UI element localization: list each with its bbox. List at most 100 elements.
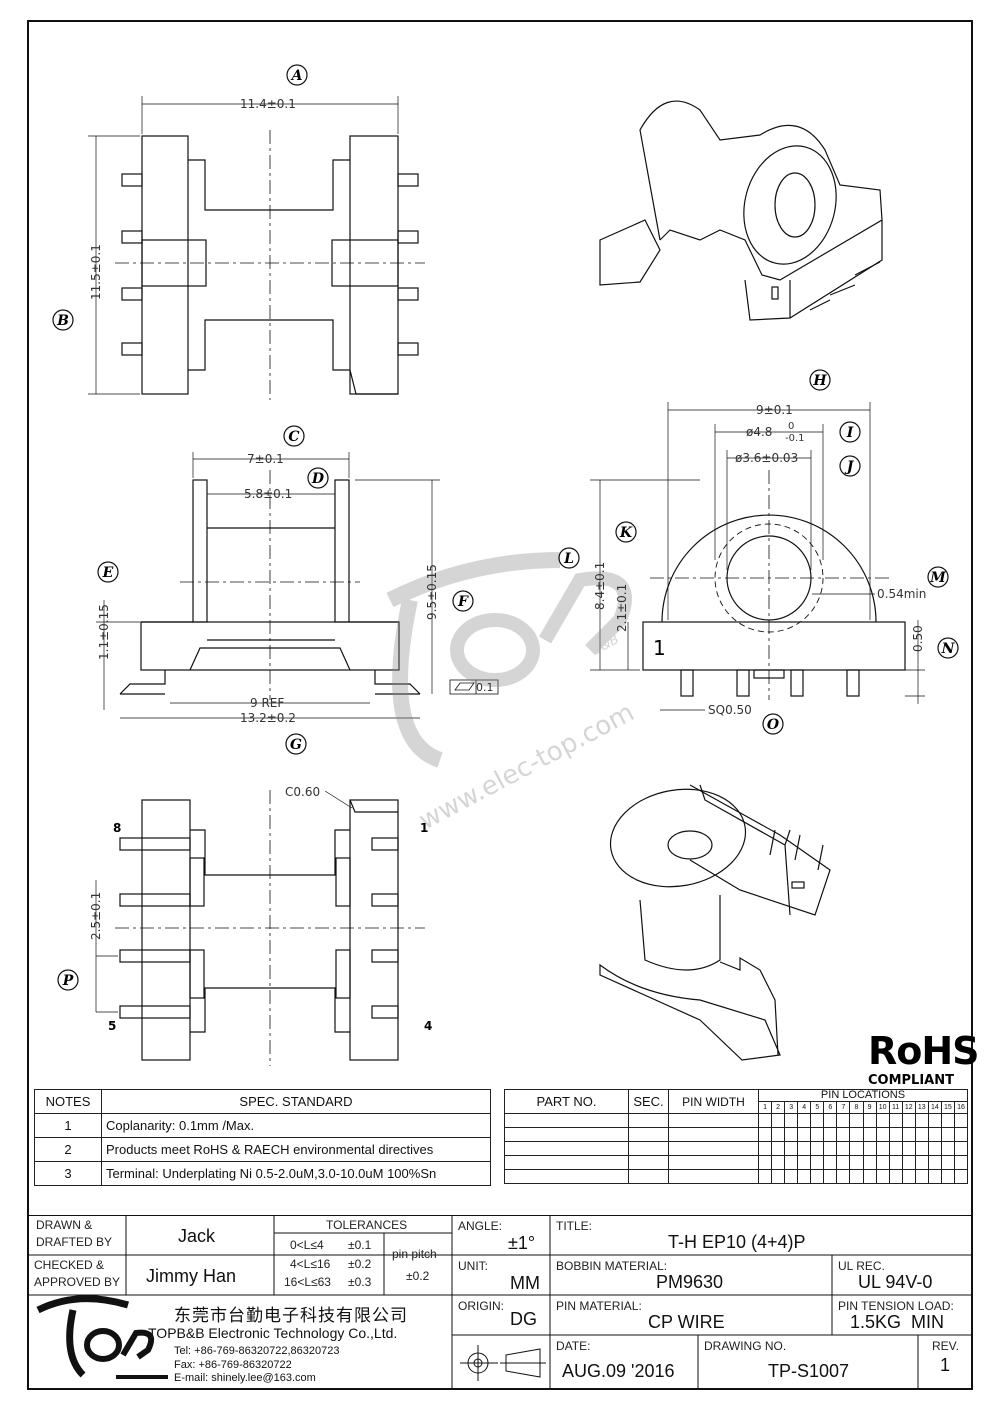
pin-width-header: PIN WIDTH bbox=[668, 1089, 759, 1114]
pin-5-label: 5 bbox=[108, 1019, 116, 1033]
front-view bbox=[96, 452, 499, 719]
dim-g1: 9 REF bbox=[250, 696, 284, 710]
pin-1-label: 1 bbox=[420, 821, 428, 835]
pin-location-1: 1 bbox=[757, 1101, 773, 1114]
side-view bbox=[590, 402, 925, 711]
notes-table: NOTES SPEC. STANDARD 1 Coplanarity: 0.1m… bbox=[34, 1089, 491, 1186]
pin-location-7: 7 bbox=[836, 1101, 851, 1114]
part-no-header: PART NO. bbox=[504, 1089, 629, 1114]
title-block-grid bbox=[28, 1215, 972, 1389]
part-row bbox=[504, 1127, 969, 1142]
drawn-by: Jack bbox=[178, 1226, 216, 1246]
dim-i: ø4.8 bbox=[746, 425, 772, 439]
notes-header: NOTES bbox=[34, 1089, 102, 1114]
pin-tension: 1.5KG MIN bbox=[850, 1312, 945, 1332]
projection-symbol bbox=[460, 1345, 546, 1381]
pin-material-label: PIN MATERIAL: bbox=[556, 1299, 642, 1313]
pin-locations-header: PIN LOCATIONS bbox=[758, 1089, 968, 1102]
callout-circle-g bbox=[285, 733, 307, 755]
dim-c: 7±0.1 bbox=[247, 452, 284, 466]
dim-e: 1.1±0.15 bbox=[97, 604, 111, 660]
dim-i-lower: -0.1 bbox=[785, 433, 805, 444]
pin-4-label: 4 bbox=[424, 1019, 432, 1033]
company-fax: Fax: +86-769-86320722 bbox=[174, 1359, 292, 1371]
callout-k: K bbox=[619, 525, 633, 541]
callout-circle-e bbox=[97, 561, 119, 583]
pin-location-8: 8 bbox=[849, 1101, 864, 1114]
callout-circle-a bbox=[286, 64, 308, 86]
dim-flatness: 0.1 bbox=[476, 681, 494, 694]
callout-g: G bbox=[290, 737, 302, 753]
callout-circle-i bbox=[839, 421, 861, 443]
bobbin-label: BOBBIN MATERIAL: bbox=[556, 1259, 668, 1273]
dim-k: 2.1±0.1 bbox=[615, 584, 629, 632]
note-row: 1 Coplanarity: 0.1mm /Max. bbox=[34, 1113, 491, 1138]
company-email: E-mail: shinely.lee@163.com bbox=[174, 1372, 316, 1384]
title-block: DRAWN & DRAFTED BY Jack CHECKED & APPROV… bbox=[28, 1215, 972, 1389]
date: AUG.09 '2016 bbox=[562, 1361, 675, 1381]
pin-location-14: 14 bbox=[927, 1101, 942, 1114]
pin-1-marker: 1 bbox=[653, 636, 666, 660]
callout-e: E bbox=[102, 565, 114, 581]
dim-p: 2.5±0.1 bbox=[89, 892, 103, 940]
pin-pitch: ±0.2 bbox=[406, 1269, 430, 1283]
pin-location-9: 9 bbox=[862, 1101, 877, 1114]
bottom-view bbox=[95, 790, 425, 1066]
dim-a: 11.4±0.1 bbox=[240, 97, 296, 111]
top-view bbox=[88, 96, 425, 400]
pin-location-16: 16 bbox=[953, 1101, 969, 1114]
drawn-label: DRAWN & DRAFTED BY bbox=[36, 1218, 113, 1249]
pin-location-13: 13 bbox=[914, 1101, 929, 1114]
dim-h: 9±0.1 bbox=[756, 403, 793, 417]
pin-8-label: 8 bbox=[113, 821, 121, 835]
part-row bbox=[504, 1141, 969, 1156]
callout-circle-f bbox=[452, 590, 474, 612]
callout-circle-h bbox=[809, 369, 831, 391]
dim-m: 0.54min bbox=[877, 587, 926, 601]
callout-b: B bbox=[56, 313, 69, 329]
sec-header: SEC. bbox=[628, 1089, 669, 1114]
dim-n: 0.50 bbox=[911, 625, 925, 652]
dim-b: 11.5±0.1 bbox=[89, 244, 103, 300]
pin-material: CP WIRE bbox=[648, 1312, 725, 1332]
callout-j: J bbox=[844, 459, 855, 475]
unit-label: UNIT: bbox=[458, 1259, 488, 1273]
callout-circle-o bbox=[762, 713, 784, 735]
checked-label: CHECKED & APPROVED BY bbox=[34, 1258, 121, 1289]
callout-circle-m bbox=[927, 566, 949, 588]
callout-circle-c bbox=[283, 425, 305, 447]
part-row bbox=[504, 1169, 969, 1184]
date-label: DATE: bbox=[556, 1339, 591, 1353]
company-name-en: TOPB&B Electronic Technology Co.,Ltd. bbox=[148, 1325, 398, 1341]
rohs-compliant: COMPLIANT bbox=[868, 1073, 954, 1088]
dim-chamfer: C0.60 bbox=[285, 785, 320, 799]
callout-p: P bbox=[62, 973, 74, 989]
tolerances-title: TOLERANCES bbox=[326, 1218, 408, 1232]
rohs-logo: RoHS COMPLIANT bbox=[868, 1029, 980, 1088]
title-label: TITLE: bbox=[556, 1219, 593, 1233]
spec-header: SPEC. STANDARD bbox=[101, 1089, 491, 1114]
drawing-no: TP-S1007 bbox=[768, 1361, 850, 1381]
callout-n: N bbox=[941, 641, 956, 657]
callout-l: L bbox=[563, 551, 574, 567]
callout-circle-k bbox=[615, 521, 637, 543]
bobbin-material: PM9630 bbox=[656, 1272, 724, 1292]
dim-f: 9.5±0.15 bbox=[425, 564, 439, 620]
callout-c: C bbox=[288, 429, 299, 445]
pin-location-12: 12 bbox=[901, 1101, 916, 1114]
iso-view-bottom bbox=[599, 784, 831, 1061]
dim-l: 8.4±0.1 bbox=[593, 562, 607, 610]
iso-view-top bbox=[599, 100, 883, 321]
drawing-no-label: DRAWING NO. bbox=[704, 1339, 787, 1353]
tension-label: PIN TENSION LOAD: bbox=[838, 1299, 954, 1313]
rev: 1 bbox=[940, 1355, 951, 1375]
checked-by: Jimmy Han bbox=[146, 1266, 237, 1286]
part-row bbox=[504, 1155, 969, 1170]
drawing-frame bbox=[27, 20, 973, 1390]
callout-h: H bbox=[812, 373, 827, 389]
callout-circle-b bbox=[52, 309, 74, 331]
origin: DG bbox=[510, 1309, 537, 1329]
callout-d: D bbox=[311, 471, 325, 487]
